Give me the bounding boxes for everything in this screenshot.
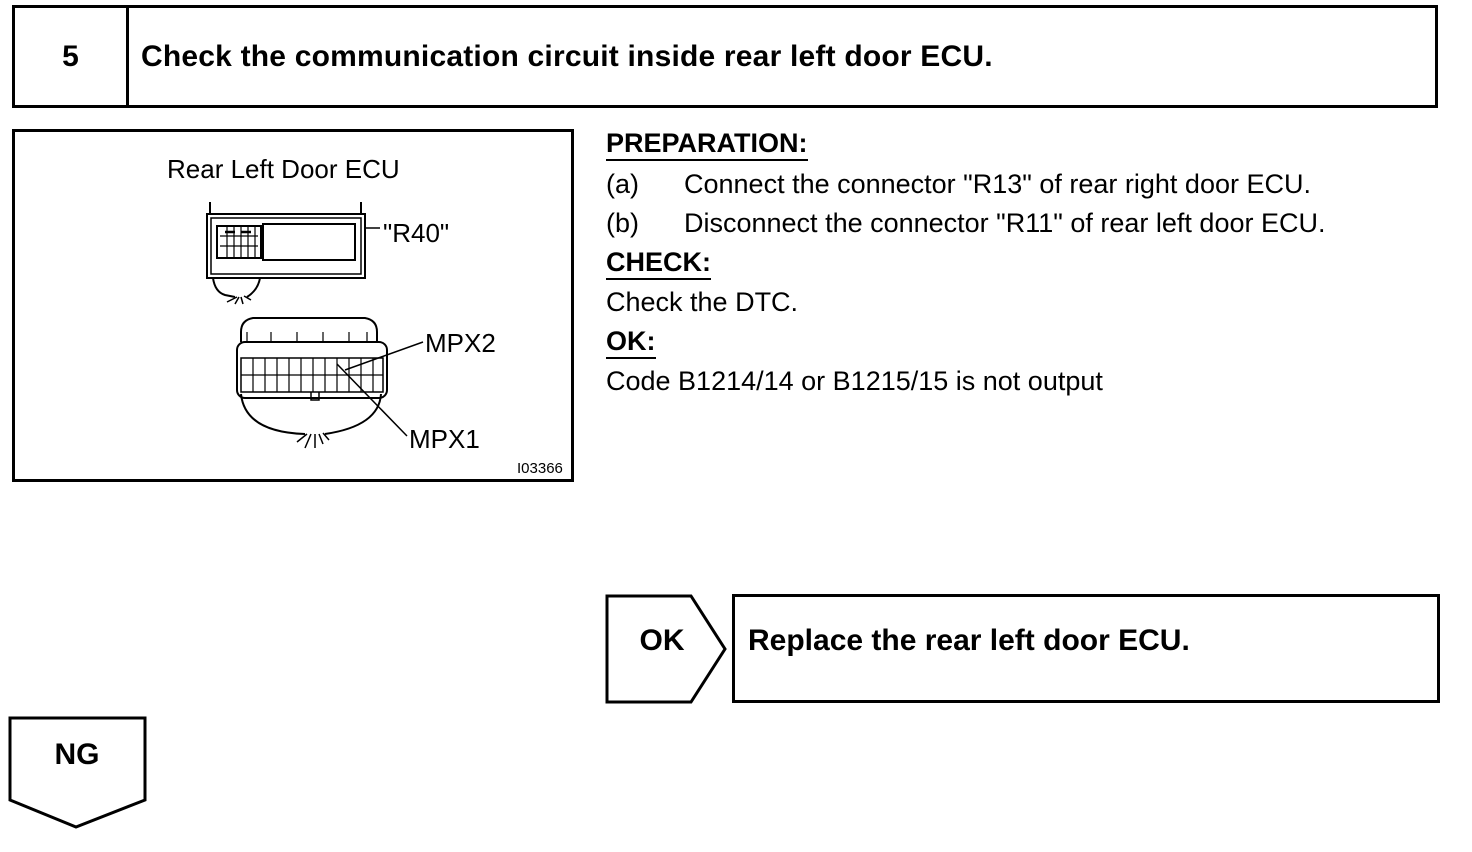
mpx2-label: MPX2 xyxy=(425,328,496,358)
ok-arrow-shape xyxy=(605,594,727,704)
diagram-title: Rear Left Door ECU xyxy=(167,154,400,184)
main-connector-housing xyxy=(240,317,378,342)
step-text: Disconnect the connector "R11" of rear l… xyxy=(684,208,1326,238)
connector-diagram: Rear Left Door ECU "R40" MPX2 MPX1 I0336… xyxy=(12,129,574,482)
ok-criteria-heading: OK: xyxy=(606,326,656,359)
r40-connector-body xyxy=(206,213,366,279)
ok-result-label: OK xyxy=(639,624,685,657)
ok-action-box xyxy=(732,594,1440,703)
check-text: Check the DTC. xyxy=(606,287,799,317)
r40-terminal-block xyxy=(216,225,262,259)
ecu-connector-illustration: Rear Left Door ECU "R40" MPX2 MPX1 I0336… xyxy=(167,154,563,477)
preparation-step-a: (a) Connect the connector "R13" of rear r… xyxy=(606,169,1311,200)
step-letter: (b) xyxy=(606,208,639,238)
step-text: Connect the connector "R13" of rear righ… xyxy=(684,169,1311,199)
preparation-step-b: (b) Disconnect the connector "R11" of rea… xyxy=(606,208,1325,239)
preparation-heading: PREPARATION: xyxy=(606,128,808,161)
r40-connector-housing xyxy=(209,202,362,215)
r40-connector-label: "R40" xyxy=(383,218,449,248)
main-connector-body xyxy=(236,341,388,399)
step-header: 5 Check the communication circuit inside… xyxy=(12,5,1438,108)
step-title: Check the communication circuit inside r… xyxy=(141,39,993,73)
mpx1-label: MPX1 xyxy=(409,424,480,454)
figure-code: I03366 xyxy=(517,460,563,477)
mpx1-leader-line xyxy=(336,363,408,437)
step-number: 5 xyxy=(15,8,129,105)
step-letter: (a) xyxy=(606,169,639,199)
check-heading: CHECK: xyxy=(606,247,711,280)
r40-connector-window xyxy=(262,223,356,261)
ok-action-text: Replace the rear left door ECU. xyxy=(748,624,1190,657)
ng-arrow-shape xyxy=(8,716,147,829)
ng-result-label: NG xyxy=(54,738,100,771)
mpx2-leader-line xyxy=(344,341,424,371)
ok-criteria-text: Code B1214/14 or B1215/15 is not output xyxy=(606,366,1103,396)
